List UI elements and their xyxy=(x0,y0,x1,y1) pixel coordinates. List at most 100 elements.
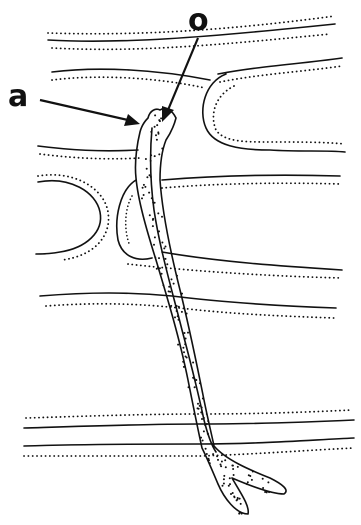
stipple-dot xyxy=(202,440,204,442)
stipple-dot xyxy=(149,174,151,176)
stipple-dot xyxy=(171,278,173,280)
label-o-group: o xyxy=(162,3,209,122)
label-a-arrow-head xyxy=(124,114,140,126)
stipple-dot xyxy=(184,343,186,345)
stipple-dot xyxy=(220,465,222,467)
stipple-dot xyxy=(161,148,163,150)
stipple-dot xyxy=(200,411,202,413)
stipple-dot xyxy=(221,461,223,463)
stipple-dot xyxy=(228,485,230,487)
stipple-dot xyxy=(247,481,249,483)
stipple-dot xyxy=(158,133,160,135)
stipple-dot xyxy=(153,244,155,246)
stipple-dot xyxy=(150,160,152,162)
stipple-dot xyxy=(156,268,158,270)
stipple-dot xyxy=(154,114,156,116)
stipple-dot xyxy=(148,192,150,194)
stipple-dot xyxy=(183,351,185,353)
stipple-dot xyxy=(187,332,189,334)
stipple-dot xyxy=(178,306,180,308)
stipple-dot xyxy=(212,453,214,455)
stipple-dot xyxy=(209,462,211,464)
stipple-dot xyxy=(239,498,241,500)
stipple-dot xyxy=(197,403,199,405)
stipple-dot xyxy=(206,423,208,425)
stipple-dot xyxy=(201,418,203,420)
stipple-dot xyxy=(154,155,156,157)
stipple-dot xyxy=(203,417,205,419)
layer-4-dots xyxy=(162,183,340,188)
stipple-dot xyxy=(200,437,202,439)
stipple-dot xyxy=(178,319,180,321)
stipple-dot xyxy=(174,316,176,318)
stipple-dot xyxy=(248,474,250,476)
stipple-dot xyxy=(165,258,167,260)
layer-4-line xyxy=(162,175,340,180)
stipple-dot xyxy=(150,176,152,178)
stipple-dot xyxy=(154,257,156,259)
stipple-dot xyxy=(233,474,235,476)
layer-2-right-upper-line xyxy=(218,58,342,74)
stipple-dot xyxy=(188,386,190,388)
stipple-dot xyxy=(165,246,167,248)
label-o: o xyxy=(188,3,209,38)
stipple-dot xyxy=(151,197,153,199)
stipple-dot xyxy=(267,481,269,483)
layer-7-dots-lower xyxy=(24,448,354,456)
stipple-dot xyxy=(152,225,154,227)
stipple-dot xyxy=(201,407,203,409)
stipple-dot xyxy=(193,378,195,380)
stipple-dot xyxy=(168,290,170,292)
duct-bulge-dots xyxy=(126,196,132,246)
stipple-dot xyxy=(170,305,172,307)
right-lobe-outline xyxy=(203,74,345,152)
layer-5-line xyxy=(162,252,342,270)
stipple-dot xyxy=(229,483,231,485)
stipple-dot xyxy=(194,386,196,388)
stipple-dot xyxy=(176,305,178,307)
stipple-dot xyxy=(150,154,152,156)
stipple-dot xyxy=(222,485,224,487)
stipple-dot xyxy=(177,315,179,317)
stipple-dot xyxy=(225,466,227,468)
stipple-dot xyxy=(205,448,207,450)
stipple-dot xyxy=(161,216,163,218)
stipple-dot xyxy=(184,332,186,334)
stipple-dot xyxy=(176,310,178,312)
layer-7-line-lower xyxy=(24,438,354,446)
stipple-dot xyxy=(230,493,232,495)
duct-outline xyxy=(135,108,286,514)
label-a-group: a xyxy=(8,79,140,126)
stipple-dot xyxy=(229,477,231,479)
label-o-arrow-head xyxy=(162,106,174,122)
tissue-layers xyxy=(24,16,354,456)
stipple-dot xyxy=(203,430,205,432)
left-lobe-outline xyxy=(36,181,101,254)
stipple-dot xyxy=(150,131,152,133)
stipple-dot xyxy=(154,126,156,128)
stipple-dot xyxy=(156,139,158,141)
stipple-dot xyxy=(186,313,188,315)
stipple-dot xyxy=(216,455,218,457)
stipple-dot xyxy=(223,483,225,485)
stipple-dot xyxy=(176,275,178,277)
stipple-dot xyxy=(192,362,194,364)
stipple-dot xyxy=(268,491,270,493)
stipple-dot xyxy=(182,347,184,349)
layer-7-line-upper xyxy=(24,420,354,428)
stipple-dot xyxy=(161,273,163,275)
stipple-dot xyxy=(232,468,234,470)
layer-3-left-line xyxy=(38,146,138,151)
stipple-dot xyxy=(146,168,148,170)
stipple-dot xyxy=(206,453,208,455)
stipple-dot xyxy=(241,513,243,515)
stipple-dot xyxy=(166,263,168,265)
layer-3-left-dots xyxy=(40,154,140,159)
stipple-dot xyxy=(144,186,146,188)
stipple-dot xyxy=(163,247,165,249)
stipple-dot xyxy=(195,379,197,381)
stipple-dot xyxy=(143,184,145,186)
stipple-dot xyxy=(224,459,226,461)
stipple-dot xyxy=(149,214,151,216)
stipple-dot xyxy=(223,478,225,480)
